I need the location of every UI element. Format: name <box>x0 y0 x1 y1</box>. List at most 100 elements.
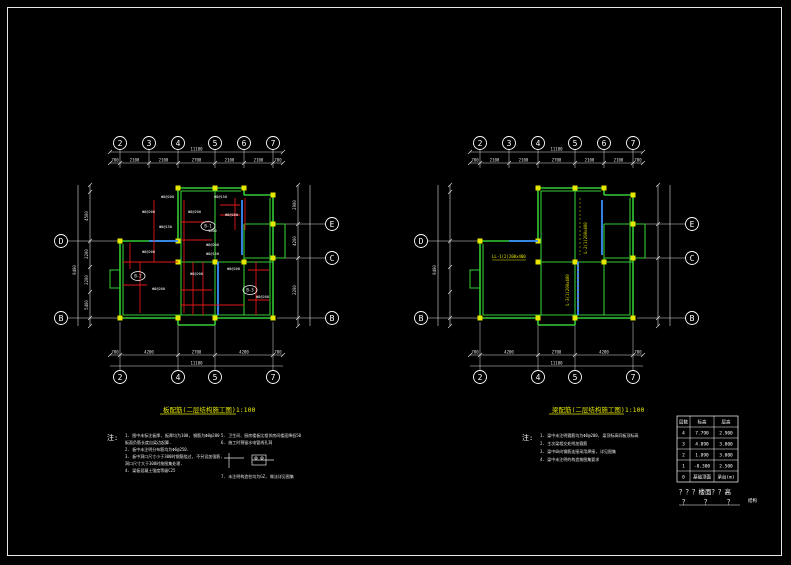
dimension-tick <box>87 189 93 195</box>
beam-label: L-3(1)200x400 <box>565 274 570 306</box>
table-cell: 7.790 <box>695 431 709 437</box>
structural-column <box>241 259 247 265</box>
axis-bubble <box>685 251 699 265</box>
beam-label: L-2(1)200x400 <box>583 222 588 254</box>
axis-label: 5 <box>573 139 578 148</box>
dimension-text: 2100 <box>585 158 595 163</box>
dimension-text: 4200 <box>292 236 297 246</box>
structural-column <box>117 238 123 244</box>
dimension-total-text: 11100 <box>190 147 203 152</box>
structural-column <box>630 315 636 321</box>
structural-column <box>270 192 276 198</box>
axis-label: E <box>330 220 335 229</box>
room-tag-text: B-1 <box>204 224 212 229</box>
dimension-total-text: 9400 <box>432 265 437 275</box>
dimension-text: 4500 <box>84 211 89 221</box>
dimension-text: 2700 <box>192 350 202 355</box>
dimension-tick <box>640 149 646 155</box>
axis-bubble <box>597 136 611 150</box>
dimension-tick <box>87 264 93 270</box>
dimension-tick <box>87 289 93 295</box>
axis-label: 7 <box>271 373 276 382</box>
axis-label: 6 <box>242 139 247 148</box>
table-cell: 层数 <box>679 419 688 426</box>
structural-column <box>477 315 483 321</box>
table-cell: 标高 <box>698 419 707 426</box>
dimension-text: 4200 <box>144 350 154 355</box>
table-cell: -0.300 <box>694 464 711 470</box>
rebar-annotation: Φ8@200 <box>142 210 155 214</box>
dimension-tick <box>280 160 286 166</box>
table-cell: 3.000 <box>719 453 733 459</box>
notes-right-line: 1. 梁中未注明箍筋均为Φ6@200, 梁顶标高同板顶标高 <box>540 432 639 438</box>
dimension-text: 2700 <box>552 158 562 163</box>
axis-bubble <box>473 370 487 384</box>
room-tag-text: B-3 <box>246 288 254 293</box>
dimension-tick <box>467 149 473 155</box>
structural-column <box>477 238 483 244</box>
rebar-annotation: Φ8@150 <box>214 195 227 199</box>
axis-bubble <box>266 370 280 384</box>
rebar-annotation: Φ8@200 <box>161 195 174 199</box>
dimension-text: 4200 <box>599 350 609 355</box>
dimension-group <box>437 149 671 367</box>
dimension-tick <box>447 264 453 270</box>
dimension-tick <box>447 323 453 329</box>
dimension-total-text: 11100 <box>550 361 563 366</box>
axis-label: 2 <box>118 139 123 148</box>
axis-label: 2 <box>478 139 483 148</box>
axis-label: 5 <box>213 139 218 148</box>
table-cell: 层高 <box>722 419 731 426</box>
notes-right-label: 注: <box>522 433 533 442</box>
axis-bubble <box>414 311 428 325</box>
axis-bubble <box>171 370 185 384</box>
table-cell: 4.890 <box>695 442 709 448</box>
axis-label: 3 <box>147 139 152 148</box>
table-cell: 3 <box>682 442 685 448</box>
table-cell: 承台(m) <box>717 474 734 481</box>
table-cell: 0 <box>682 475 685 481</box>
dimension-tick <box>655 182 661 188</box>
dimension-text: 700 <box>274 158 282 163</box>
axis-label: 2 <box>478 373 483 382</box>
axis-bubble <box>473 136 487 150</box>
bay-window <box>109 269 121 289</box>
axis-label: C <box>330 254 335 263</box>
dimension-text: 700 <box>111 350 119 355</box>
rebar-annotation: Φ8@200 <box>190 272 203 276</box>
axis-bubble <box>54 311 68 325</box>
structural-column <box>241 185 247 191</box>
dimension-text: 2100 <box>490 158 500 163</box>
axis-label: 7 <box>631 373 636 382</box>
rebar-annotation: 1200 <box>208 229 217 233</box>
rebar-annotation: Φ8@200 <box>188 210 201 214</box>
dimension-text: 2900 <box>292 200 297 210</box>
dimension-text: 4200 <box>504 350 514 355</box>
rebar-annotation: Φ8@200 <box>142 250 155 254</box>
axis-bubble <box>325 251 339 265</box>
rebar-annotation: Φ8@150 <box>206 252 219 256</box>
dimension-tick <box>295 323 301 329</box>
axis-label: 5 <box>213 373 218 382</box>
notes-left-line: 2. 板中未注明分布筋均为Φ6@250. <box>125 446 189 452</box>
axis-bubble <box>626 370 640 384</box>
axis-label: B <box>59 314 64 323</box>
dimension-text: 2200 <box>84 249 89 259</box>
dimension-total-text: 9400 <box>72 265 77 275</box>
dimension-tick <box>447 182 453 188</box>
beam-label: LL-1(2)200x400 <box>492 254 526 259</box>
notes-right: 注: 1. 梁中未注明箍筋均为Φ6@200, 梁顶标高同板顶标高 2. 主次梁相… <box>522 432 639 462</box>
axis-label: 4 <box>536 139 541 148</box>
structural-column <box>535 185 541 191</box>
structural-column <box>535 259 541 265</box>
structural-column <box>535 315 541 321</box>
notes-left-line: 7. 未注明构造柱均为GZ, 做法详见图集 <box>221 473 294 479</box>
notes-left-line: 5. 卫生间、厨房楼板比相邻房间楼面降低50 <box>221 432 302 438</box>
structural-column <box>117 315 123 321</box>
dimension-tick <box>447 289 453 295</box>
dimension-text: 2100 <box>519 158 529 163</box>
bay-window <box>469 269 481 289</box>
structural-column <box>601 259 607 265</box>
